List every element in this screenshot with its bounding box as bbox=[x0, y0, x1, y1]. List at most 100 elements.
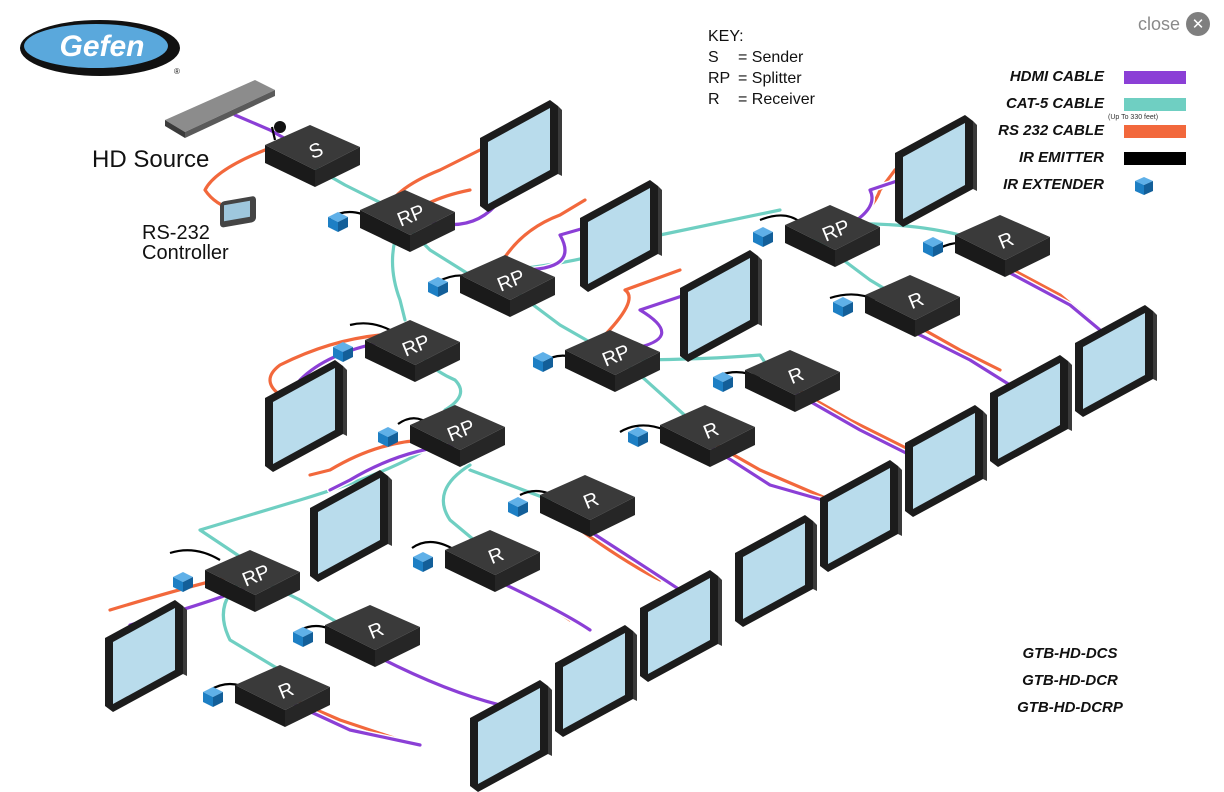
ir-extender-cube-icon bbox=[378, 427, 398, 447]
legend-ir-extender: IR EXTENDER bbox=[970, 174, 1190, 201]
controller-label: RS-232 Controller bbox=[142, 223, 229, 263]
model-name: GTB-HD-DCR bbox=[1022, 672, 1118, 689]
legend-note: (Up To 330 feet) bbox=[1108, 114, 1159, 121]
splitter-unit: RP bbox=[378, 405, 505, 467]
key-title: KEY: bbox=[708, 28, 744, 45]
key-meaning: = Splitter bbox=[738, 70, 802, 87]
close-button[interactable]: close ✕ bbox=[1138, 12, 1210, 36]
splitter-unit: RP bbox=[333, 320, 460, 382]
key-meaning: = Receiver bbox=[738, 91, 815, 108]
receiver-unit: R bbox=[413, 530, 540, 592]
ir-extender-cube-icon bbox=[333, 342, 353, 362]
ir-extender-cube-icon bbox=[173, 572, 193, 592]
display-monitor bbox=[820, 460, 902, 572]
key-abbr: R bbox=[708, 91, 720, 108]
hdmi-cable bbox=[788, 388, 922, 462]
legend-cat5: CAT-5 CABLE (Up To 330 feet) bbox=[970, 93, 1190, 121]
splitter-unit: RP bbox=[428, 255, 555, 317]
display-monitor bbox=[105, 600, 187, 712]
logo-text: Gefen bbox=[59, 30, 144, 63]
registered-mark: ® bbox=[174, 67, 180, 76]
key-row-splitter: RP = Splitter bbox=[708, 68, 815, 89]
hd-source-device bbox=[165, 80, 286, 138]
key-abbr: S bbox=[708, 49, 719, 66]
x-icon: ✕ bbox=[1186, 12, 1210, 36]
sender-unit: S bbox=[265, 125, 360, 187]
legend-rs232: RS 232 CABLE bbox=[970, 120, 1190, 147]
ir-extender-cube-icon bbox=[753, 227, 773, 247]
legend-label: IR EMITTER bbox=[1019, 149, 1104, 166]
receiver-unit: R bbox=[833, 275, 960, 337]
rs232-cable bbox=[598, 268, 682, 342]
key-row-receiver: R = Receiver bbox=[708, 89, 815, 110]
controller-label-line: RS-232 bbox=[142, 222, 210, 244]
legend-label: RS 232 CABLE bbox=[998, 122, 1104, 139]
gefen-logo: Gefen ® bbox=[18, 18, 183, 78]
ir-emitter-lead bbox=[349, 322, 391, 331]
rs232-cable bbox=[268, 333, 382, 397]
legend-label: HDMI CABLE bbox=[1009, 68, 1104, 85]
display-monitor bbox=[1075, 305, 1157, 417]
ir-extender-cube-icon bbox=[713, 372, 733, 392]
splitter-unit: RP bbox=[173, 550, 300, 612]
model-name: GTB-HD-DCRP bbox=[1017, 699, 1123, 716]
hdmi-swatch bbox=[1124, 71, 1186, 84]
legend-label: CAT-5 CABLE bbox=[1005, 95, 1104, 112]
receiver-unit: R bbox=[293, 605, 420, 667]
splitter-unit: RP bbox=[533, 330, 660, 392]
legend-ir-emitter: IR EMITTER bbox=[970, 147, 1190, 174]
legend-hdmi: HDMI CABLE bbox=[970, 66, 1190, 93]
ir-extender-cube-icon bbox=[413, 552, 433, 572]
display-monitor bbox=[735, 515, 817, 627]
display-monitor bbox=[310, 470, 392, 582]
legend-label: IR EXTENDER bbox=[1003, 176, 1104, 193]
ir-emitter-bulb bbox=[274, 121, 286, 133]
ir-emitter-lead bbox=[270, 126, 277, 141]
ir-extender-cube-icon bbox=[203, 687, 223, 707]
controller-label-line: Controller bbox=[142, 242, 229, 264]
display-monitor bbox=[895, 115, 977, 227]
display-monitor bbox=[580, 180, 662, 292]
receiver-unit: R bbox=[713, 350, 840, 412]
displays bbox=[105, 100, 1157, 792]
cat5-cable bbox=[441, 463, 482, 547]
splitter-unit: RP bbox=[328, 190, 455, 252]
receiver-unit: R bbox=[203, 665, 330, 727]
receiver-unit: R bbox=[923, 215, 1050, 277]
ir-extender-cube-icon bbox=[293, 627, 313, 647]
display-monitor bbox=[555, 625, 637, 737]
ir-extender-cube-icon bbox=[328, 212, 348, 232]
key-row-sender: S = Sender bbox=[708, 47, 815, 68]
display-monitor bbox=[905, 405, 987, 517]
rs232-swatch bbox=[1124, 125, 1186, 138]
close-label: close bbox=[1137, 13, 1180, 34]
display-monitor bbox=[470, 680, 552, 792]
model-name: GTB-HD-DCS bbox=[1022, 645, 1118, 662]
ir-extender-cube-icon bbox=[923, 237, 943, 257]
receiver-unit: R bbox=[628, 405, 755, 467]
display-monitor bbox=[990, 355, 1072, 467]
key-abbr: RP bbox=[708, 70, 731, 87]
splitter-unit: RP bbox=[753, 205, 880, 267]
cable-legend: HDMI CABLE CAT-5 CABLE (Up To 330 feet) … bbox=[970, 66, 1190, 201]
ir-emitter-lead bbox=[169, 549, 221, 561]
key-panel: KEY: S = Sender RP = Splitter R = Receiver bbox=[708, 26, 815, 110]
ir-extender-cube-icon bbox=[533, 352, 553, 372]
ir-extender-cube-icon bbox=[628, 427, 648, 447]
receiver-unit: R bbox=[508, 475, 635, 537]
cat5-swatch bbox=[1124, 98, 1186, 111]
ir-emitter-swatch bbox=[1124, 152, 1186, 165]
rs232-controller-device bbox=[220, 196, 256, 228]
display-monitor bbox=[640, 570, 722, 682]
hd-source-label: HD Source bbox=[92, 146, 210, 173]
hdmi-cable bbox=[578, 523, 682, 592]
ir-extender-cube-icon bbox=[1135, 177, 1153, 195]
key-meaning: = Sender bbox=[738, 49, 804, 66]
ir-extender-cube-icon bbox=[508, 497, 528, 517]
display-monitor bbox=[265, 360, 347, 472]
ir-extender-cube-icon bbox=[428, 277, 448, 297]
ir-extender-cube-icon bbox=[833, 297, 853, 317]
model-list: GTB-HD-DCS GTB-HD-DCR GTB-HD-DCRP bbox=[1010, 640, 1130, 721]
